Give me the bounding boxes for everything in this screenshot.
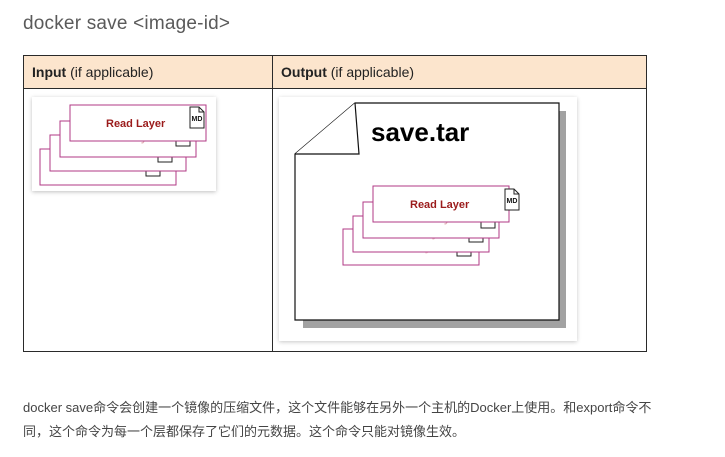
description-paragraph: docker save命令会创建一个镜像的压缩文件，这个文件能够在另外一个主机的… bbox=[23, 396, 723, 444]
input-header: Input (if applicable) bbox=[23, 55, 273, 89]
output-cell: save.tar Read Layer MD bbox=[272, 88, 647, 352]
archive-layer-1: Read Layer MD bbox=[372, 185, 520, 223]
input-header-note: (if applicable) bbox=[66, 64, 154, 80]
layer-1-label: Read Layer bbox=[106, 118, 166, 130]
input-cell: Read Layer MD Read Layer bbox=[23, 88, 273, 352]
input-layers-diagram: Read Layer MD Read Layer bbox=[32, 97, 216, 191]
table-header-row: Input (if applicable) Output (if applica… bbox=[23, 55, 647, 89]
input-layers-svg: Read Layer MD Read Layer bbox=[39, 104, 207, 186]
output-archive-svg: save.tar Read Layer MD bbox=[294, 102, 566, 328]
input-header-bold: Input bbox=[32, 64, 67, 80]
command-heading: docker save <image-id> bbox=[23, 13, 231, 34]
svg-text:MD: MD bbox=[192, 116, 203, 123]
layer-1: Read Layer MD bbox=[69, 104, 207, 142]
output-header-bold: Output bbox=[281, 64, 327, 80]
output-header-note: (if applicable) bbox=[326, 64, 415, 80]
description-line-2: 同，这个命令为每一个层都保存了它们的元数据。这个命令只能对镜像生效。 bbox=[23, 424, 466, 439]
comparison-table: Input (if applicable) Output (if applica… bbox=[23, 55, 647, 352]
description-line-1: docker save命令会创建一个镜像的压缩文件，这个文件能够在另外一个主机的… bbox=[23, 400, 652, 415]
svg-text:Read Layer: Read Layer bbox=[410, 199, 470, 211]
md-doc-icon: MD bbox=[504, 188, 520, 211]
archive-filename: save.tar bbox=[371, 117, 469, 147]
output-archive-diagram: save.tar Read Layer MD bbox=[279, 97, 577, 341]
table-body-row: Read Layer MD Read Layer bbox=[23, 88, 647, 352]
md-doc-icon: MD bbox=[189, 106, 205, 129]
output-header: Output (if applicable) bbox=[272, 55, 647, 89]
svg-text:MD: MD bbox=[507, 198, 518, 205]
